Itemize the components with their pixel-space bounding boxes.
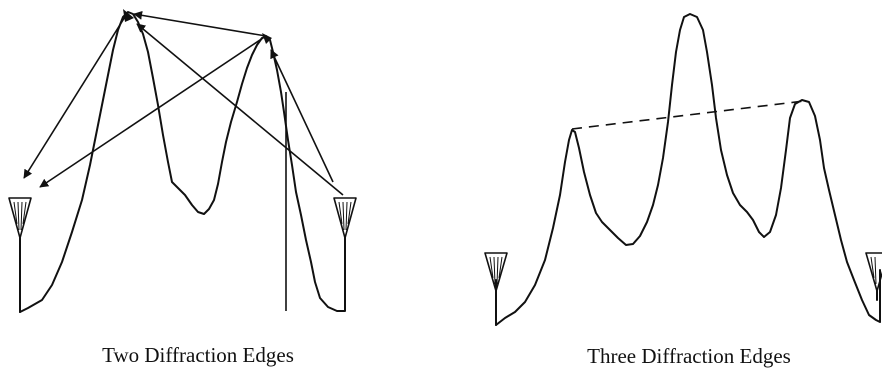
ray-path xyxy=(23,11,129,179)
diagram-two-edges xyxy=(8,9,357,313)
diagram-three-edges xyxy=(484,13,882,326)
antenna-icon xyxy=(484,252,508,301)
terrain-profile-right xyxy=(495,13,881,326)
ray-path xyxy=(136,23,344,196)
line-of-sight xyxy=(571,100,805,130)
diffraction-edge-marker-1 xyxy=(123,9,134,22)
antenna-icon xyxy=(333,197,357,259)
antenna-icon xyxy=(8,197,32,259)
antenna-icon xyxy=(865,252,882,301)
ray-path xyxy=(133,10,267,37)
ray-path xyxy=(270,49,334,183)
ray-path xyxy=(39,35,267,188)
caption-three-diffraction-edges: Three Diffraction Edges xyxy=(587,344,791,368)
caption-two-diffraction-edges: Two Diffraction Edges xyxy=(102,343,294,367)
terrain-profile-left xyxy=(19,11,346,313)
